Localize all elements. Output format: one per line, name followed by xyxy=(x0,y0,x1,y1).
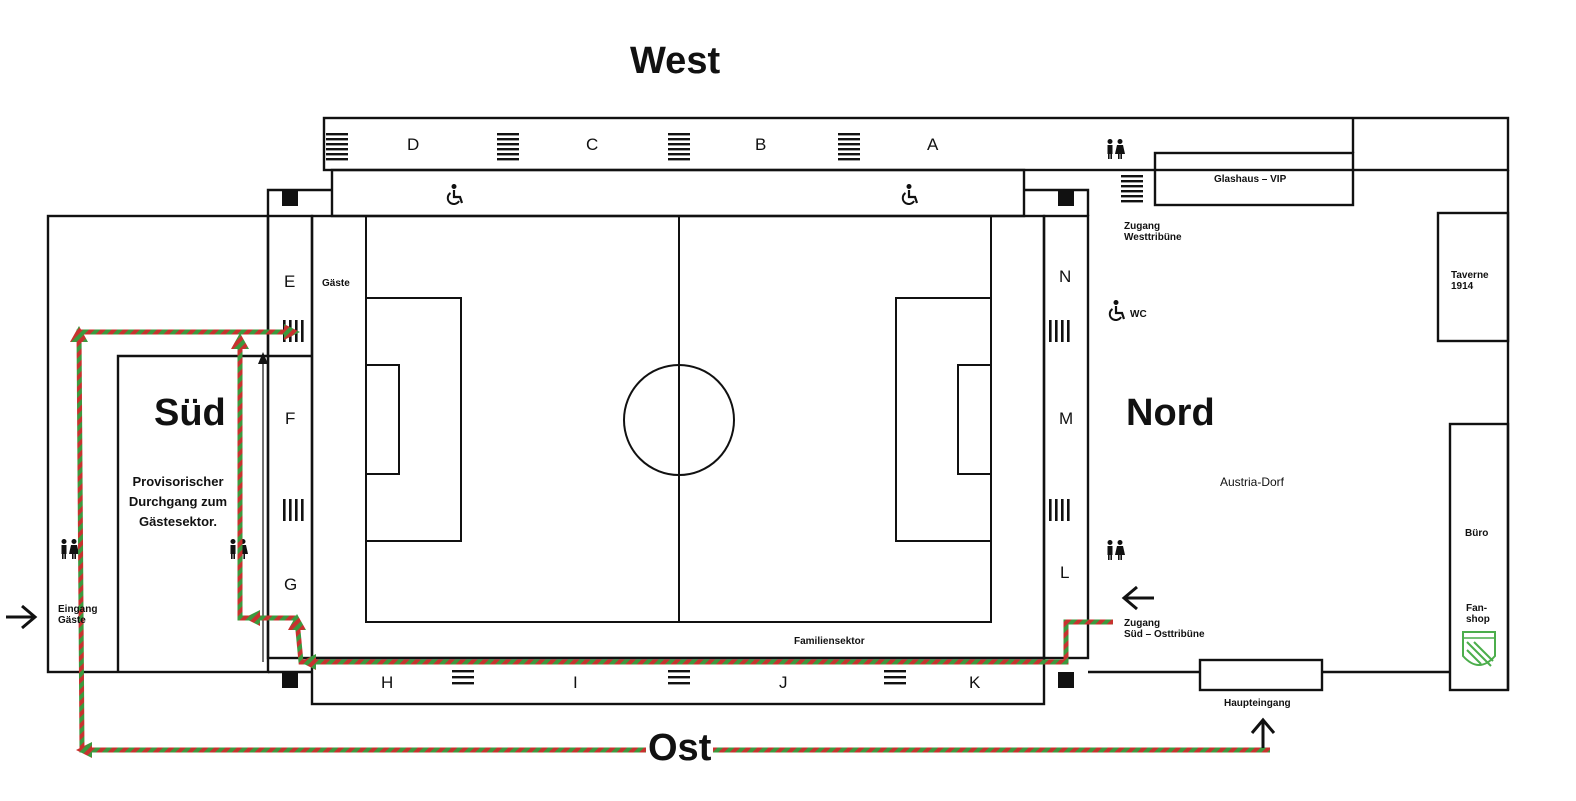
wheelchair-icon xyxy=(1108,298,1126,322)
toilet-icon xyxy=(61,539,79,559)
sector-c: C xyxy=(586,135,599,154)
crest-icon xyxy=(1462,631,1496,667)
gaeste-label: Gäste xyxy=(322,278,350,289)
pitch xyxy=(365,215,992,623)
buero-box xyxy=(1448,422,1510,692)
arrow-up-icon xyxy=(1250,717,1276,748)
stairs-icon xyxy=(668,670,690,685)
sector-n: N xyxy=(1059,267,1072,286)
sector-j: J xyxy=(779,673,788,692)
stairs-icon xyxy=(1121,175,1143,203)
sector-f: F xyxy=(285,409,296,428)
arrow-right-icon xyxy=(6,604,38,630)
sector-l: L xyxy=(1060,563,1070,582)
sector-m: M xyxy=(1059,409,1074,428)
glashaus-label: Glashaus – VIP xyxy=(1214,174,1287,185)
eingang-line2: Gäste xyxy=(58,615,86,626)
stairs-icon xyxy=(326,133,348,161)
zugang-so-line1: Zugang xyxy=(1124,618,1161,629)
sector-k: K xyxy=(969,673,981,692)
arrow-left-icon xyxy=(1121,585,1154,611)
stand-sued-label: Süd xyxy=(154,392,226,434)
sector-g: G xyxy=(284,575,298,594)
stairs-icon xyxy=(283,499,304,521)
zugang-so-label: Zugang Süd – Osttribüne xyxy=(1124,618,1205,640)
toilet-icon xyxy=(1107,139,1125,159)
sector-h: H xyxy=(381,673,394,692)
toilet-icon xyxy=(1107,540,1125,560)
sector-a: A xyxy=(927,135,939,154)
familiensektor-label: Familiensektor xyxy=(794,636,865,647)
stairs-icon xyxy=(884,670,906,685)
sector-i: I xyxy=(573,673,578,692)
haupteingang-box xyxy=(1198,658,1324,692)
fanshop-label: Fan- shop xyxy=(1466,603,1490,625)
fanshop-line1: Fan- xyxy=(1466,603,1488,614)
buero-label: Büro xyxy=(1465,528,1489,539)
provisorischer-durchgang-note: Provisorischer Durchgang zum Gästesektor… xyxy=(128,474,228,529)
zugang-west-label: Zugang Westtribüne xyxy=(1124,221,1182,243)
zugang-so-line2: Süd – Osttribüne xyxy=(1124,629,1205,640)
stairs-icon xyxy=(1049,499,1070,521)
wheelchair-icon xyxy=(446,182,464,206)
zugang-west-line1: Zugang xyxy=(1124,221,1161,232)
stairs-icon xyxy=(838,133,860,161)
compass-ost-label: Ost xyxy=(646,727,714,770)
stand-nord-label: Nord xyxy=(1126,392,1215,434)
glashaus-box xyxy=(1153,151,1355,207)
eingang-gaeste-label: Eingang Gäste xyxy=(58,604,97,626)
guest-route xyxy=(76,329,1270,753)
taverne-line1: Taverne xyxy=(1451,270,1489,281)
taverne-box xyxy=(1436,211,1510,343)
fanshop-line2: shop xyxy=(1466,614,1490,625)
wc-label: WC xyxy=(1130,309,1147,320)
stadium-outlines xyxy=(46,116,1510,706)
stairs-icon xyxy=(452,670,474,685)
route-arrowheads xyxy=(70,324,316,758)
taverne-line2: 1914 xyxy=(1451,281,1474,292)
austria-dorf-label: Austria-Dorf xyxy=(1220,475,1285,489)
zugang-west-line2: Westtribüne xyxy=(1124,232,1182,243)
sector-b: B xyxy=(755,135,767,154)
corner-blocks xyxy=(282,190,1074,688)
compass-west-label: West xyxy=(630,40,721,82)
stairs-icon xyxy=(668,133,690,161)
east-stand-outline xyxy=(310,656,1046,706)
stairs-icon xyxy=(497,133,519,161)
south-building xyxy=(46,214,270,674)
eingang-line1: Eingang xyxy=(58,604,98,615)
stairs-icon xyxy=(1049,320,1070,342)
wheelchair-icon xyxy=(901,182,919,206)
taverne-label: Taverne 1914 xyxy=(1451,270,1489,292)
sector-d: D xyxy=(407,135,420,154)
sector-e: E xyxy=(284,272,296,291)
haupteingang-label: Haupteingang xyxy=(1224,698,1291,709)
